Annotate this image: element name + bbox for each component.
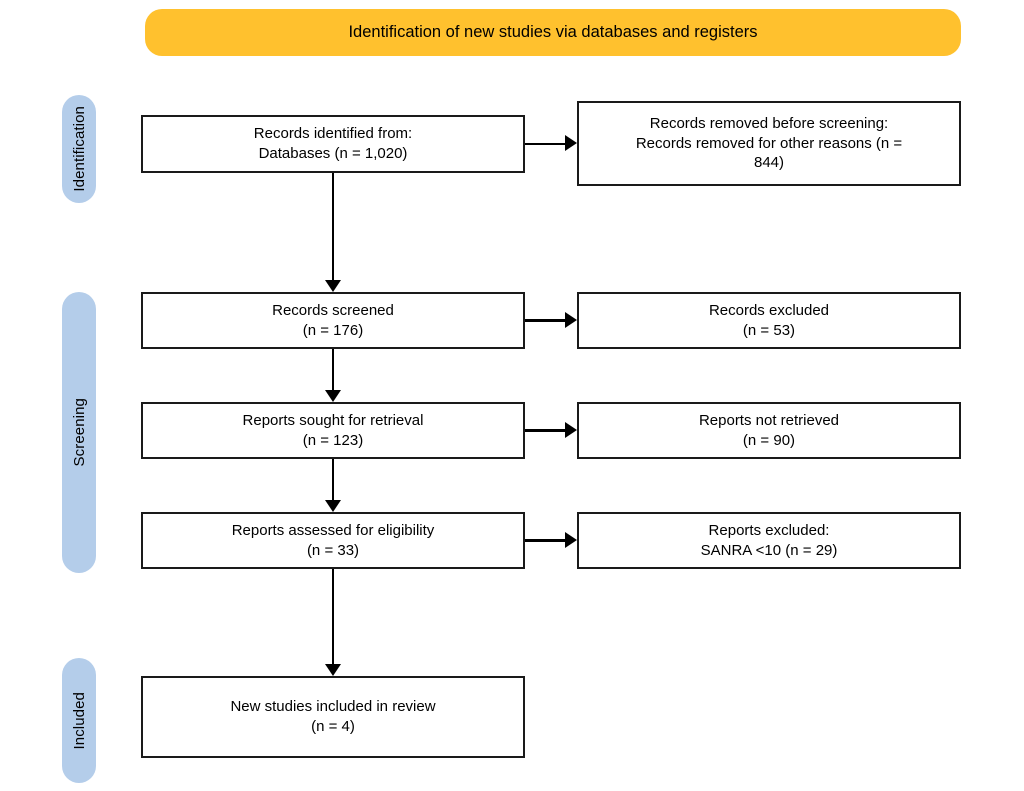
- box-reports-excluded: Reports excluded: SANRA <10 (n = 29): [577, 512, 961, 569]
- box-reports-assessed-text: Reports assessed for eligibility (n = 33…: [231, 521, 435, 559]
- stage-label-included: Included: [70, 691, 88, 750]
- box-records-removed-before-screening: Records removed before screening: Record…: [577, 101, 961, 186]
- connector-screened-to-excluded: [525, 319, 565, 322]
- connector-identified-to-removed: [525, 142, 565, 145]
- connector-sought-to-assessed: [331, 459, 335, 500]
- box-records-identified: Records identified from: Databases (n = …: [141, 115, 525, 173]
- stage-bar-identification: Identification: [62, 95, 96, 203]
- box-records-excluded: Records excluded (n = 53): [577, 292, 961, 349]
- box-reports-sought-for-retrieval: Reports sought for retrieval (n = 123): [141, 402, 525, 459]
- box-reports-sought-text: Reports sought for retrieval (n = 123): [242, 411, 424, 449]
- arrowhead-identified-to-screened: [325, 280, 341, 292]
- stage-label-screening: Screening: [70, 398, 88, 467]
- box-new-studies-included-text: New studies included in review (n = 4): [230, 698, 436, 735]
- box-reports-excluded-text: Reports excluded: SANRA <10 (n = 29): [700, 521, 838, 559]
- connector-identified-to-screened: [331, 173, 335, 280]
- diagram-header-banner: Identification of new studies via databa…: [145, 9, 961, 56]
- stage-bar-included: Included: [62, 658, 96, 783]
- box-records-screened-text: Records screened (n = 176): [272, 301, 394, 339]
- arrowhead-sought-to-not-retrieved: [565, 422, 577, 438]
- stage-label-identification: Identification: [70, 106, 88, 192]
- arrowhead-screened-to-excluded: [565, 312, 577, 328]
- box-records-identified-text: Records identified from: Databases (n = …: [253, 125, 413, 162]
- box-new-studies-included-in-review: New studies included in review (n = 4): [141, 676, 525, 758]
- box-records-excluded-text: Records excluded (n = 53): [708, 301, 830, 339]
- arrowhead-assessed-to-included: [325, 664, 341, 676]
- connector-assessed-to-included: [331, 569, 335, 664]
- box-reports-not-retrieved: Reports not retrieved (n = 90): [577, 402, 961, 459]
- box-records-removed-text: Records removed before screening: Record…: [635, 114, 903, 172]
- box-reports-assessed-for-eligibility: Reports assessed for eligibility (n = 33…: [141, 512, 525, 569]
- box-reports-not-retrieved-text: Reports not retrieved (n = 90): [698, 411, 840, 449]
- diagram-title: Identification of new studies via databa…: [348, 23, 758, 42]
- arrowhead-assessed-to-excluded: [565, 532, 577, 548]
- connector-assessed-to-excluded: [525, 539, 565, 542]
- box-records-screened: Records screened (n = 176): [141, 292, 525, 349]
- connector-screened-to-sought: [331, 349, 335, 390]
- connector-sought-to-not-retrieved: [525, 429, 565, 432]
- arrowhead-sought-to-assessed: [325, 500, 341, 512]
- arrowhead-screened-to-sought: [325, 390, 341, 402]
- stage-bar-screening: Screening: [62, 292, 96, 573]
- arrowhead-identified-to-removed: [565, 135, 577, 151]
